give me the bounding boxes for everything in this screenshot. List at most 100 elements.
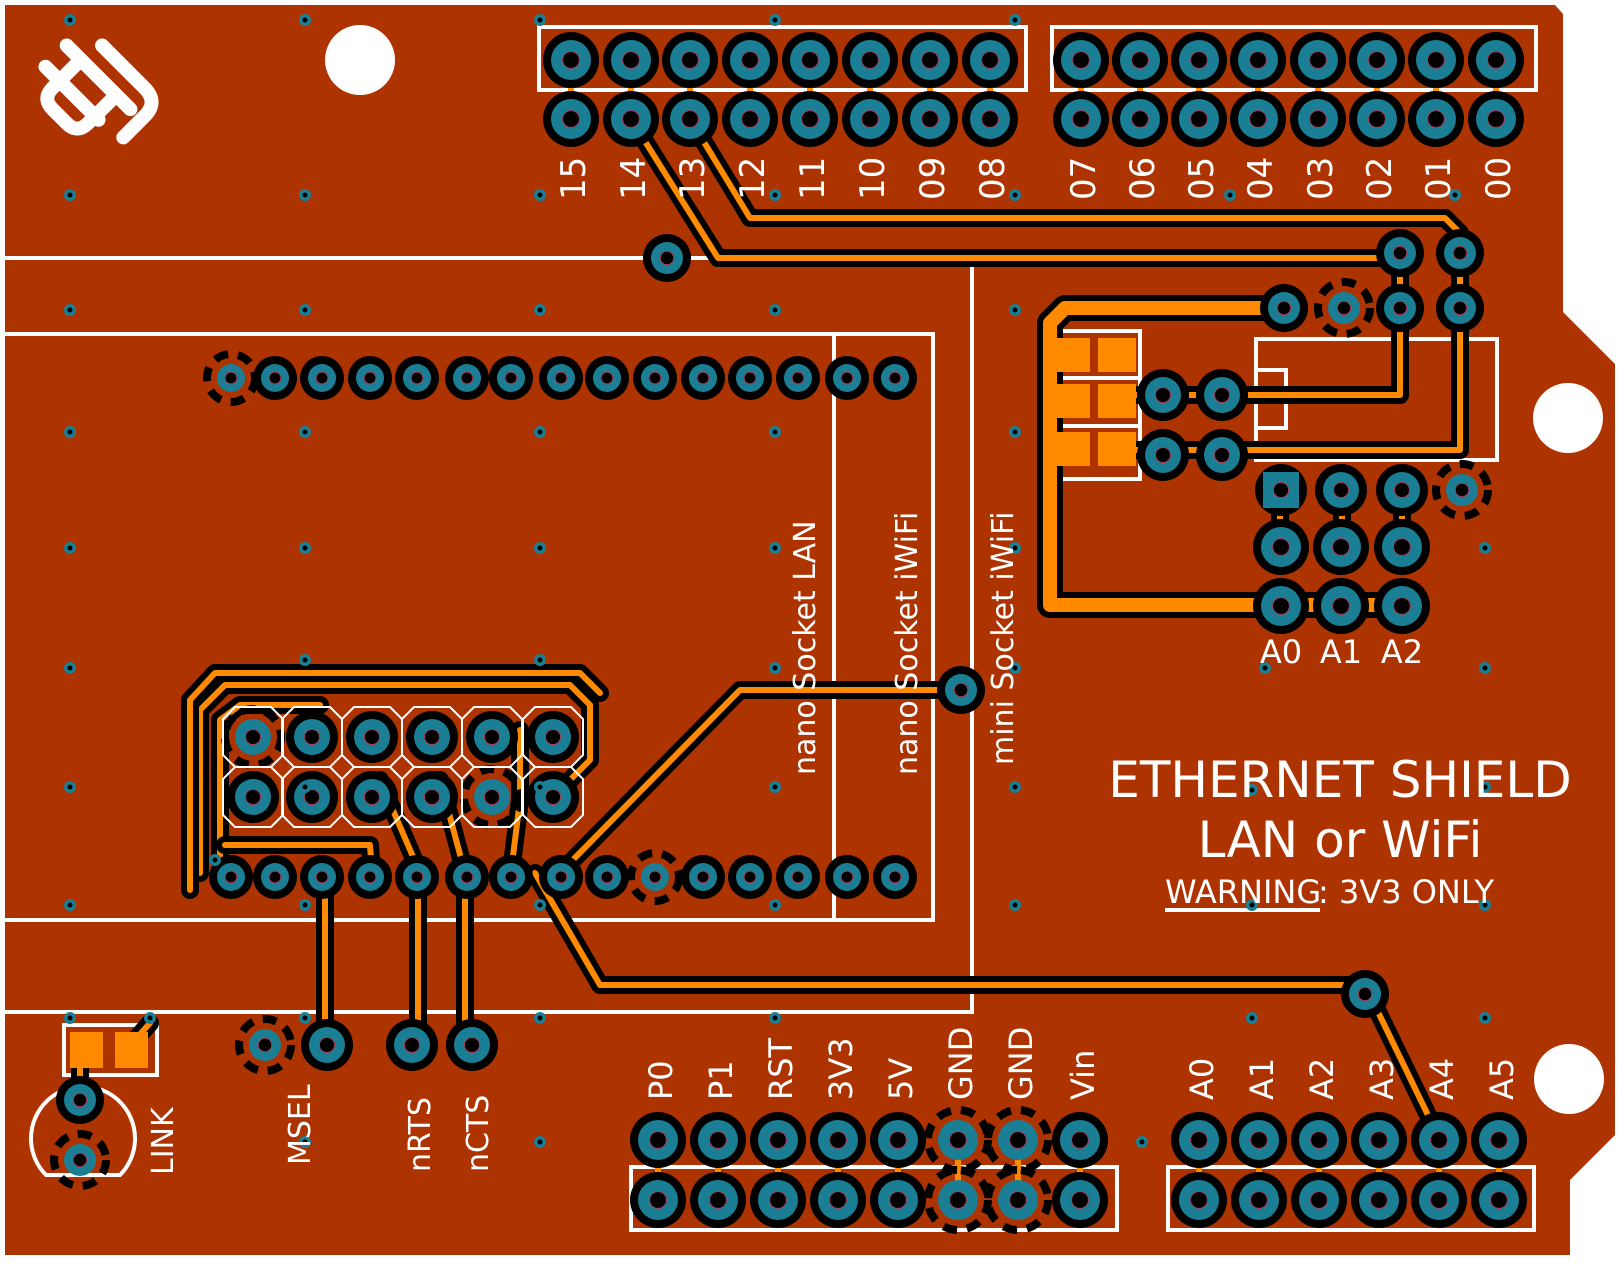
pin-label: 15	[554, 157, 594, 200]
via-drill	[212, 857, 218, 863]
pin-label: GND	[942, 1027, 980, 1100]
drill-hole	[888, 371, 902, 385]
thermal-relief	[460, 765, 524, 829]
via-drill	[1012, 429, 1018, 435]
drill-hole	[1250, 1191, 1268, 1209]
drill-hole	[1213, 386, 1231, 404]
drill-hole	[1430, 1131, 1448, 1149]
drill-hole	[1276, 300, 1292, 316]
via-drill	[1012, 902, 1018, 908]
drill-hole	[1332, 538, 1350, 556]
pin-label: 08	[973, 157, 1013, 200]
smd-jumper-pads	[70, 338, 1136, 1068]
copper-trace	[532, 870, 1443, 1143]
pin-label: Vin	[1064, 1050, 1102, 1100]
via-drill	[537, 1015, 543, 1021]
thermal-relief	[1314, 278, 1374, 338]
pin-label: 02	[1360, 157, 1400, 200]
copper-trace	[1043, 301, 1407, 612]
mounting-hole	[325, 25, 395, 95]
drill-hole	[1393, 481, 1411, 499]
copper-trace	[197, 682, 593, 876]
via-drill	[67, 665, 73, 671]
via-drill	[302, 307, 308, 313]
thermal-relief	[924, 1166, 992, 1234]
via-drill	[1227, 192, 1233, 198]
drill-hole	[1071, 1131, 1089, 1149]
pin-label: 11	[793, 157, 833, 200]
drill-hole	[1309, 51, 1327, 69]
drill-hole	[1368, 51, 1386, 69]
jumper-label: A0	[1260, 633, 1302, 671]
pin-label: 09	[913, 157, 953, 200]
thermal-relief	[50, 1130, 110, 1190]
via-drill	[302, 657, 308, 663]
drill-hole	[1430, 1191, 1448, 1209]
via-drill	[302, 902, 308, 908]
drill-hole	[1357, 986, 1373, 1002]
drill-hole	[1427, 110, 1445, 128]
via-drill	[1139, 1139, 1145, 1145]
drill-hole	[888, 870, 902, 884]
drill-hole	[709, 1131, 727, 1149]
pin-label: 3V3	[822, 1037, 860, 1100]
drill-hole	[801, 51, 819, 69]
via-drill	[1482, 1015, 1488, 1021]
via-drill	[67, 902, 73, 908]
pin-label: 13	[673, 157, 713, 200]
via-drill	[537, 17, 543, 23]
drill-hole	[1009, 1131, 1027, 1149]
octagon-outline	[281, 766, 343, 828]
pin-label: 04	[1241, 157, 1281, 200]
drill-hole	[315, 371, 329, 385]
drill-hole	[403, 1036, 421, 1054]
drill-hole	[268, 870, 282, 884]
via-drill	[772, 192, 778, 198]
drill-hole	[1310, 1191, 1328, 1209]
via-drill	[1249, 787, 1255, 793]
drill-hole	[921, 51, 939, 69]
pin-label: P0	[642, 1060, 680, 1100]
drill-hole	[544, 728, 562, 746]
via-drill	[302, 1139, 308, 1145]
drill-hole	[554, 870, 568, 884]
via-drill	[772, 545, 778, 551]
pin-label: 05	[1182, 157, 1222, 200]
via-drill	[302, 192, 308, 198]
drill-hole	[622, 110, 640, 128]
via-drill	[302, 784, 308, 790]
drill-hole	[1154, 446, 1172, 464]
drill-hole	[244, 728, 262, 746]
pin-label: 00	[1479, 157, 1519, 200]
drill-hole	[1071, 1191, 1089, 1209]
via-drill	[302, 429, 308, 435]
drill-hole	[363, 728, 381, 746]
drill-hole	[1490, 1191, 1508, 1209]
drill-hole	[257, 1037, 273, 1053]
drill-hole	[303, 728, 321, 746]
drill-hole	[829, 1131, 847, 1149]
via-drill	[772, 1015, 778, 1021]
drill-hole	[562, 110, 580, 128]
drill-hole	[410, 371, 424, 385]
drill-hole	[889, 1191, 907, 1209]
via-drill	[772, 784, 778, 790]
via-drill	[537, 902, 543, 908]
drill-hole	[1370, 1131, 1388, 1149]
drill-hole	[1310, 1131, 1328, 1149]
drill-hole	[1249, 51, 1267, 69]
pin-label: 07	[1064, 157, 1104, 200]
jumper-label: A2	[1381, 633, 1423, 671]
drill-hole	[1190, 110, 1208, 128]
drill-hole	[554, 371, 568, 385]
drill-hole	[224, 870, 238, 884]
via-drill	[67, 192, 73, 198]
via-drill	[1249, 902, 1255, 908]
drill-hole	[1370, 1191, 1388, 1209]
drill-hole	[1393, 538, 1411, 556]
via-drill	[67, 429, 73, 435]
drill-hole	[363, 371, 377, 385]
drill-hole	[1490, 1131, 1508, 1149]
drill-hole	[1452, 245, 1468, 261]
